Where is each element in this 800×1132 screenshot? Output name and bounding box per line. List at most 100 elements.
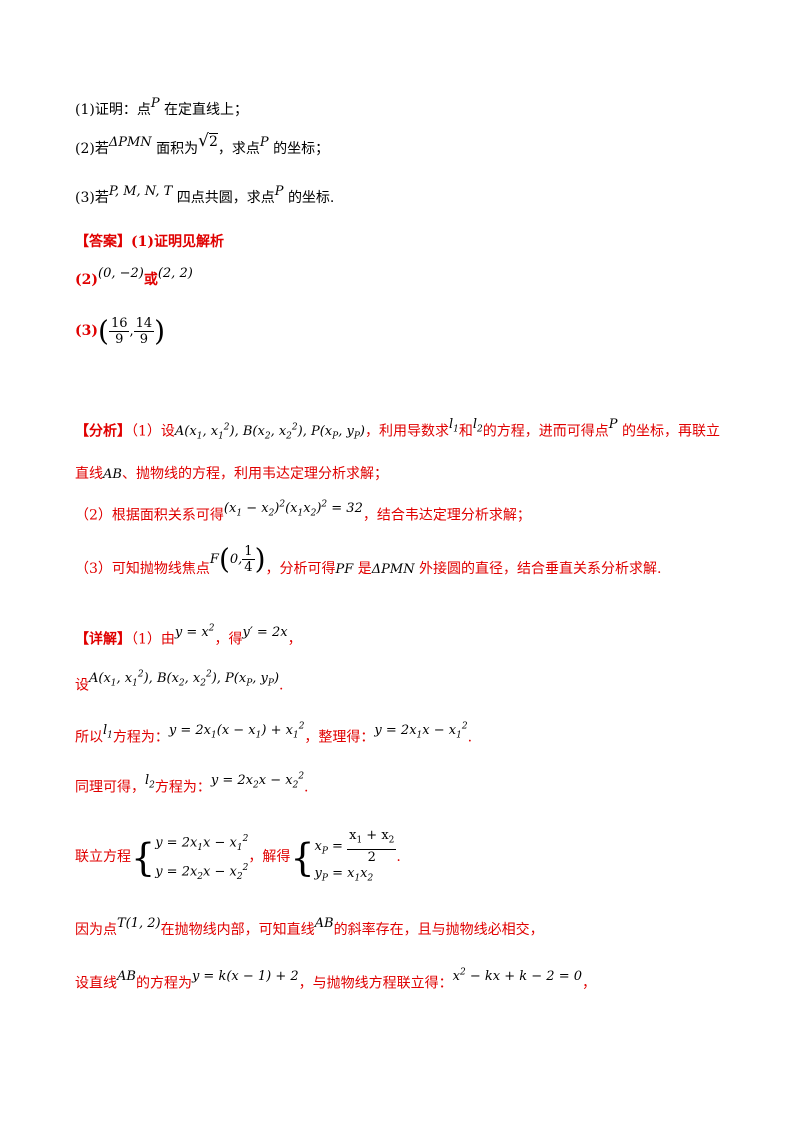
text: 在抛物线内部，可知直线 (160, 922, 315, 938)
text: (3)若 (75, 190, 109, 206)
math-PF: PF (335, 562, 354, 577)
text: ，分析可得 (265, 561, 336, 577)
math-y-eq-x2: y = x2 (174, 624, 215, 641)
math-tangent-l1-simplified: y = 2x1x − x12 (374, 722, 468, 741)
analysis-label: 【分析】 (75, 423, 131, 440)
math-tangent-l1: y = 2x1(x − x1) + x12 (168, 722, 305, 741)
text: 面积为 (156, 141, 199, 157)
math-area-equation: (x1 − x2)2(x1x2)2 = 32 (223, 500, 363, 519)
text: （3）可知抛物线焦点 (75, 561, 210, 577)
analysis-line-3: （2）根据面积关系可得(x1 − x2)2(x1x2)2 = 32，结合韦达定理… (75, 500, 531, 531)
math-P: P (274, 184, 284, 199)
answer-2-label: (2) (75, 272, 98, 288)
math-P: P (259, 135, 269, 150)
math-AB: AB (103, 467, 122, 482)
analysis-line-2: 直线AB、抛物线的方程，利用韦达定理分析求解； (75, 464, 388, 485)
text: (1)证明：点 (75, 102, 151, 118)
math-l2: l2 (145, 773, 155, 791)
text: （1）由 (131, 631, 175, 648)
text: ，求点 (217, 141, 260, 157)
math-point-T: T(1, 2) (117, 916, 161, 931)
math-AB: AB (314, 916, 334, 931)
text: . (304, 779, 309, 796)
text: 直线 (75, 466, 103, 482)
detail-line-4: 同理可得，l2方程为：y = 2x2x − x22. (75, 772, 309, 803)
text: 设 (75, 677, 89, 694)
math-points-abp: A(x1, x12), B(x2, x22), P(xP, yP) (174, 423, 365, 442)
text: 因为点 (75, 922, 117, 938)
text: 所以 (75, 729, 103, 746)
answer-label: 【答案】 (75, 234, 131, 250)
text: 是 (357, 561, 372, 577)
math-l2: l2 (472, 417, 483, 435)
math-tangent-l2: y = 2x2x − x22 (210, 772, 305, 791)
text: 方程为： (154, 779, 211, 796)
math-l1: l1 (448, 417, 459, 435)
text: 方程为： (112, 729, 169, 746)
question-part-1: (1)证明：点P 在定直线上； (75, 96, 249, 121)
math-pmnt: P, M, N, T (108, 184, 173, 199)
text: 设直线 (75, 975, 117, 992)
text: 的坐标； (273, 141, 330, 157)
text: 和 (458, 423, 473, 440)
text: ，结合韦达定理分析求解； (362, 507, 531, 524)
text: 、抛物线的方程，利用韦达定理分析求解； (121, 466, 388, 482)
text: （1）设 (131, 423, 175, 440)
detail-line-6: 因为点T(1, 2)在抛物线内部，可知直线AB的斜率存在，且与抛物线必相交， (75, 916, 544, 941)
text: 的斜率存在，且与抛物线必相交， (333, 922, 544, 938)
analysis-line-1: 【分析】（1）设A(x1, x12), B(x2, x22), P(xP, yP… (75, 417, 720, 447)
detail-line-2: 设A(x1, x12), B(x2, x22), P(xP, yP). (75, 670, 284, 701)
text: ， (582, 975, 597, 992)
math-points-abp: A(x1, x12), B(x2, x22), P(xP, yP) (89, 670, 280, 689)
math-triangle-pmn: ΔPMN (371, 562, 415, 577)
question-part-3: (3)若P, M, N, T 四点共圆，求点P 的坐标. (75, 184, 335, 209)
text: 外接圆的直径，结合垂直关系分析求解. (419, 561, 662, 577)
math-point-0-neg2: (0, −2) (98, 266, 144, 281)
math-AB: AB (117, 969, 136, 985)
answer-1: (1)证明见解析 (131, 234, 224, 250)
text: 四点共圆，求点 (176, 190, 275, 206)
text: ，解得 (248, 849, 291, 866)
math-point-2-2: (2, 2) (157, 266, 193, 281)
math-line-AB: y = k(x − 1) + 2 (191, 969, 299, 985)
detail-line-1: 【详解】（1）由y = x2，得y′ = 2x， (75, 624, 302, 650)
math-P: P (150, 96, 160, 111)
text: ， (287, 631, 302, 648)
text: 的坐标，再联立 (621, 423, 720, 440)
text: (2)若 (75, 141, 109, 157)
text: （2）根据面积关系可得 (75, 507, 224, 524)
detail-line-3: 所以l1方程为：y = 2x1(x − x1) + x12，整理得：y = 2x… (75, 722, 473, 753)
text: . (396, 849, 401, 866)
text: ，得 (214, 631, 243, 648)
math-l1: l1 (103, 723, 113, 741)
math-triangle-pmn: ΔPMN (108, 135, 152, 150)
text: 的坐标. (287, 190, 335, 206)
question-part-2: (2)若ΔPMN 面积为√2，求点P 的坐标； (75, 131, 330, 160)
text: ，与抛物线方程联立得： (298, 975, 453, 992)
text: . (279, 677, 284, 694)
math-sqrt2: √2 (198, 131, 218, 151)
math-yprime: y′ = 2x (242, 625, 288, 641)
math-P: P (608, 417, 618, 433)
answer-line-2: (2)(0, −2)或(2, 2) (75, 266, 193, 291)
detail-line-7: 设直线AB的方程为y = k(x − 1) + 2，与抛物线方程联立得：x2 −… (75, 968, 597, 994)
text: ，利用导数求 (364, 423, 449, 440)
math-quadratic: x2 − kx + k − 2 = 0 (452, 968, 583, 985)
text: ，整理得： (304, 729, 375, 746)
text: . (467, 729, 473, 746)
text: 联立方程 (75, 849, 131, 866)
text: 的方程为 (135, 975, 192, 992)
text: 或 (143, 272, 158, 288)
text: 同理可得， (75, 779, 145, 796)
text: 的方程，进而可得点 (482, 423, 609, 440)
text: 在定直线上； (164, 102, 249, 118)
answer-3-label: (3) (75, 323, 98, 339)
answer-line-1: 【答案】(1)证明见解析 (75, 232, 224, 252)
